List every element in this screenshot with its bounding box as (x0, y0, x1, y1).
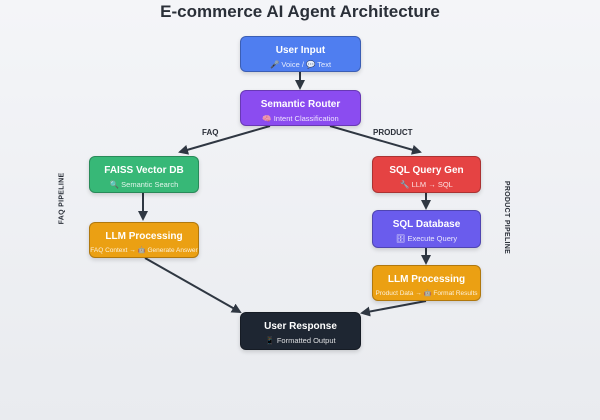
product-pipeline-label: PRODUCT PIPELINE (503, 180, 511, 255)
node-title: SQL Query Gen (389, 165, 464, 176)
node-subtitle: Voice / 💬 Text (281, 60, 332, 69)
edge-router-sqlgen (329, 125, 422, 155)
node-title: Semantic Router (260, 99, 341, 110)
node-subtitle: Semantic Search (121, 180, 179, 189)
node-user-response[interactable]: User Response 📱 Formatted Output (240, 312, 361, 350)
node-semantic-router[interactable]: Semantic Router 🧠 Intent Classification (240, 90, 361, 126)
node-llm-processing-faq[interactable]: LLM Processing FAQ Context → 🤖 Generate … (89, 222, 199, 258)
edge-llmproduct-response (360, 300, 427, 317)
node-title: LLM Processing (105, 231, 183, 242)
microphone-icon: 🎤 (269, 60, 280, 69)
node-title: SQL Database (392, 219, 461, 230)
phone-icon: 📱 (265, 336, 275, 345)
cabinet-icon: 🗄 (395, 234, 406, 243)
node-title: User Response (264, 321, 337, 332)
node-subtitle: Execute Query (407, 234, 458, 243)
node-subtitle: LLM → SQL (411, 180, 453, 189)
edge-llmfaq-response (144, 257, 242, 313)
edge-label-faq: FAQ (202, 128, 219, 137)
node-title: FAISS Vector DB (104, 165, 184, 176)
node-subtitle: Formatted Output (276, 336, 336, 345)
node-subtitle: Intent Classification (273, 114, 339, 123)
node-title: LLM Processing (387, 274, 466, 285)
magnifier-icon: 🔍 (109, 180, 120, 189)
node-user-input[interactable]: User Input 🎤 Voice / 💬 Text (240, 36, 361, 72)
node-sql-query-gen[interactable]: SQL Query Gen 🔧 LLM → SQL (372, 156, 481, 193)
diagram-title: E-commerce AI Agent Architecture (160, 2, 440, 21)
edge-label-product: PRODUCT (373, 128, 413, 137)
node-llm-processing-product[interactable]: LLM Processing Product Data → 🤖 Format R… (372, 265, 481, 301)
node-sql-database[interactable]: SQL Database 🗄 Execute Query (372, 210, 481, 248)
brain-icon: 🧠 (262, 114, 272, 123)
faq-pipeline-label: FAQ PIPELINE (58, 172, 66, 225)
node-subtitle: Product Data → 🤖 Format Results (375, 290, 478, 297)
node-faiss-vector-db[interactable]: FAISS Vector DB 🔍 Semantic Search (89, 156, 199, 193)
wrench-icon: 🔧 (400, 180, 410, 189)
edge-router-faiss (178, 125, 271, 155)
node-title: User Input (275, 45, 326, 56)
node-subtitle: FAQ Context → 🤖 Generate Answer (90, 247, 198, 254)
